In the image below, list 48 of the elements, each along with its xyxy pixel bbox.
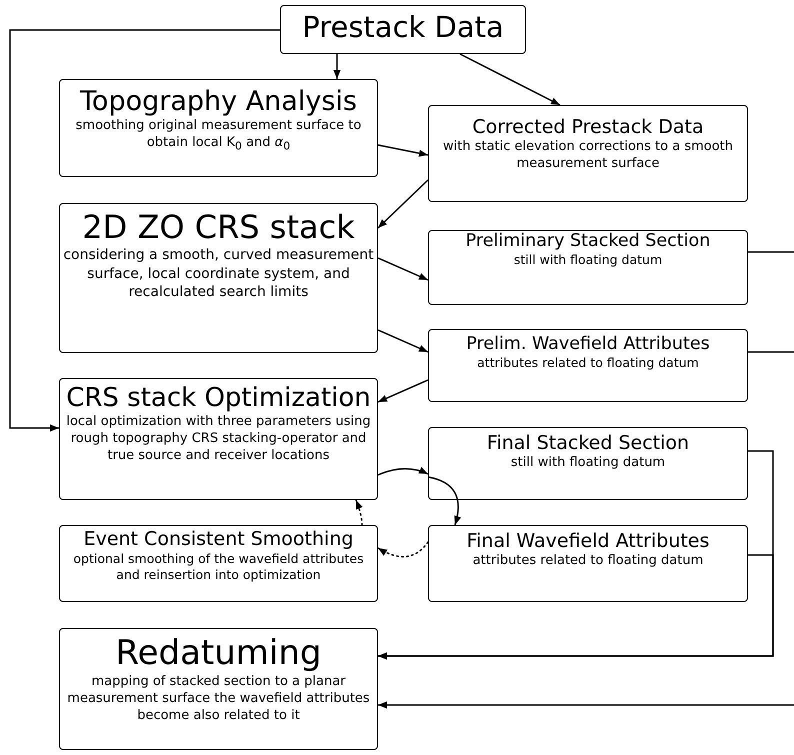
box-description: attributes related to floating datum [477,355,699,372]
arrow [378,701,794,709]
arrow [378,329,428,353]
arrow [377,541,429,558]
process-box [59,79,378,177]
box-description: attributes related to floating datum [472,552,704,570]
box-description: with static elevation corrections to a smooth measurement surface [442,138,734,173]
box-heading: CRS stack Optimization [66,383,371,414]
process-box [280,5,526,54]
box-heading: Topography Analysis [80,86,357,118]
box-heading: Corrected Prestack Data [472,116,704,139]
box-description: optional smoothing of the wavefield attributes and reinsertion into optimization [72,550,365,584]
process-box [59,203,378,353]
box-description: still with floating datum [514,252,662,268]
box-heading: Preliminary Stacked Section [466,231,710,252]
arrow [9,29,280,432]
box-heading: Event Consistent Smoothing [84,528,354,551]
arrow [460,53,560,106]
arrow [428,476,461,526]
box-heading: Final Wavefield Attributes [466,530,710,553]
arrow [333,54,341,79]
process-box [59,525,378,602]
arrow [378,554,774,660]
process-box [428,525,748,602]
arrow [355,499,363,526]
process-box [59,378,378,500]
arrow [378,257,428,281]
process-box [428,230,748,305]
box-heading: Prestack Data [302,10,504,45]
connector-line [748,351,794,353]
connector-line [748,251,794,253]
box-description: smoothing original measurement surface to obtain local K$_{0}$ and α$_{0}$ [74,118,362,154]
box-heading: 2D ZO CRS stack [82,208,355,246]
box-description: still with floating datum [510,454,666,472]
process-box [428,427,748,500]
arrow [378,144,428,157]
box-heading: Final Stacked Section [486,432,690,455]
box-heading: Redatuming [115,633,322,674]
process-box [59,628,378,750]
arrow [377,179,429,229]
process-box [428,105,748,202]
arrow [378,379,428,403]
box-description: considering a smooth, curved measurement surface, local coordinate system, and recalculated search limits [63,246,374,301]
process-box [428,329,748,402]
box-description: local optimization with three parameters using rough topography CRS stacking-operator and true source and receiver locations [65,414,372,465]
arrow [378,467,428,476]
box-heading: Prelim. Wavefield Attributes [466,334,710,355]
box-description: mapping of stacked section to a planar measurement surface the wavefield attributes become also related to it [66,674,371,724]
